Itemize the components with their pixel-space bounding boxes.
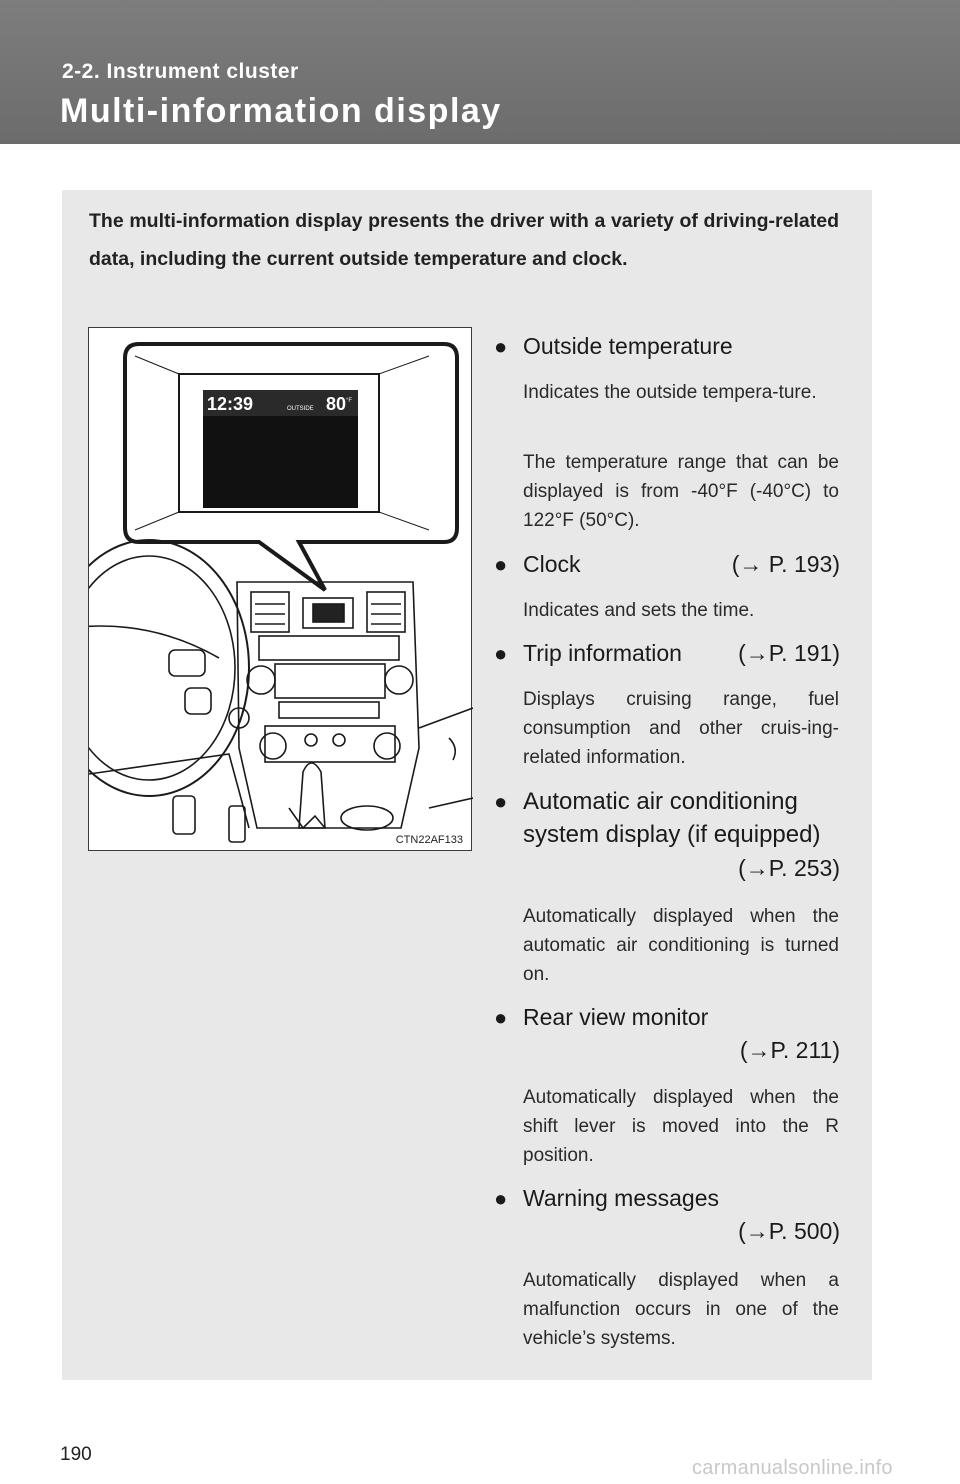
- page-reference: (→P. 211): [739, 1037, 840, 1063]
- screen-temp: 80: [326, 394, 346, 414]
- dashboard-drawing: 12:39 OUTSIDE 80 °F: [89, 342, 473, 843]
- item-description: The temperature range that can be displa…: [523, 452, 839, 531]
- display-bezel: [178, 373, 380, 513]
- item-description: Automatically displayed when the shift l…: [523, 1087, 839, 1166]
- page-number: 190: [60, 1444, 92, 1465]
- item-description: Indicates the outside tempera-ture.: [523, 382, 817, 403]
- bullet-icon: ●: [494, 641, 508, 666]
- item-label: Trip information: [523, 640, 682, 666]
- intro-paragraph: The multi-information display presents t…: [89, 210, 839, 270]
- item-label: Clock: [523, 551, 581, 577]
- item-rear-view-monitor: ● Rear view monitor (→P. 211): [494, 1001, 840, 1067]
- page-reference: (→P. 253): [738, 855, 840, 881]
- bullet-icon: ●: [494, 789, 508, 814]
- item-label: Automatic air conditioning: [523, 788, 798, 815]
- section-label: 2-2. Instrument cluster: [62, 60, 299, 83]
- callout-bubble: [123, 342, 459, 592]
- figure-id: CTN22AF133: [395, 834, 463, 846]
- bullet-icon: ●: [494, 1005, 508, 1030]
- steering-wheel: [89, 539, 250, 797]
- item-label: Outside temperature: [523, 333, 733, 359]
- item-description: Indicates and sets the time.: [523, 600, 755, 621]
- item-description: Automatically displayed when a malfuncti…: [523, 1270, 839, 1349]
- item-label: Rear view monitor: [523, 1004, 709, 1030]
- screen-temp-unit: °F: [346, 398, 352, 404]
- bullet-icon: ●: [494, 552, 508, 577]
- item-trip-information: ● Trip information (→P. 191): [494, 637, 840, 670]
- item-label-line2: system display (if equipped): [523, 821, 821, 848]
- item-clock: ● Clock (→ P. 193): [494, 548, 840, 581]
- dashboard-illustration: 12:39 OUTSIDE 80 °F: [88, 327, 473, 851]
- page-reference: (→P. 191): [738, 640, 840, 666]
- page-header-band: [0, 0, 960, 144]
- page-reference: (→ P. 193): [731, 551, 840, 577]
- item-description: Automatically displayed when the automat…: [523, 906, 839, 985]
- item-outside-temperature: ● Outside temperature: [494, 330, 840, 363]
- page-reference: (→P. 500): [738, 1218, 840, 1244]
- page-title: Multi-information display: [60, 92, 502, 130]
- watermark: carmanualsonline.info: [692, 1457, 893, 1479]
- bullet-icon: ●: [494, 334, 508, 359]
- item-air-conditioning-display: ● Automatic air conditioning system disp…: [494, 785, 840, 885]
- item-warning-messages: ● Warning messages (→P. 500): [494, 1182, 840, 1248]
- screen-clock: 12:39: [207, 394, 253, 414]
- center-stack-outline: [236, 581, 420, 829]
- item-label: Warning messages: [523, 1185, 720, 1211]
- bullet-icon: ●: [494, 1186, 508, 1211]
- item-description: Displays cruising range, fuel consumptio…: [523, 689, 839, 768]
- screen-outside-label: OUTSIDE: [287, 406, 314, 412]
